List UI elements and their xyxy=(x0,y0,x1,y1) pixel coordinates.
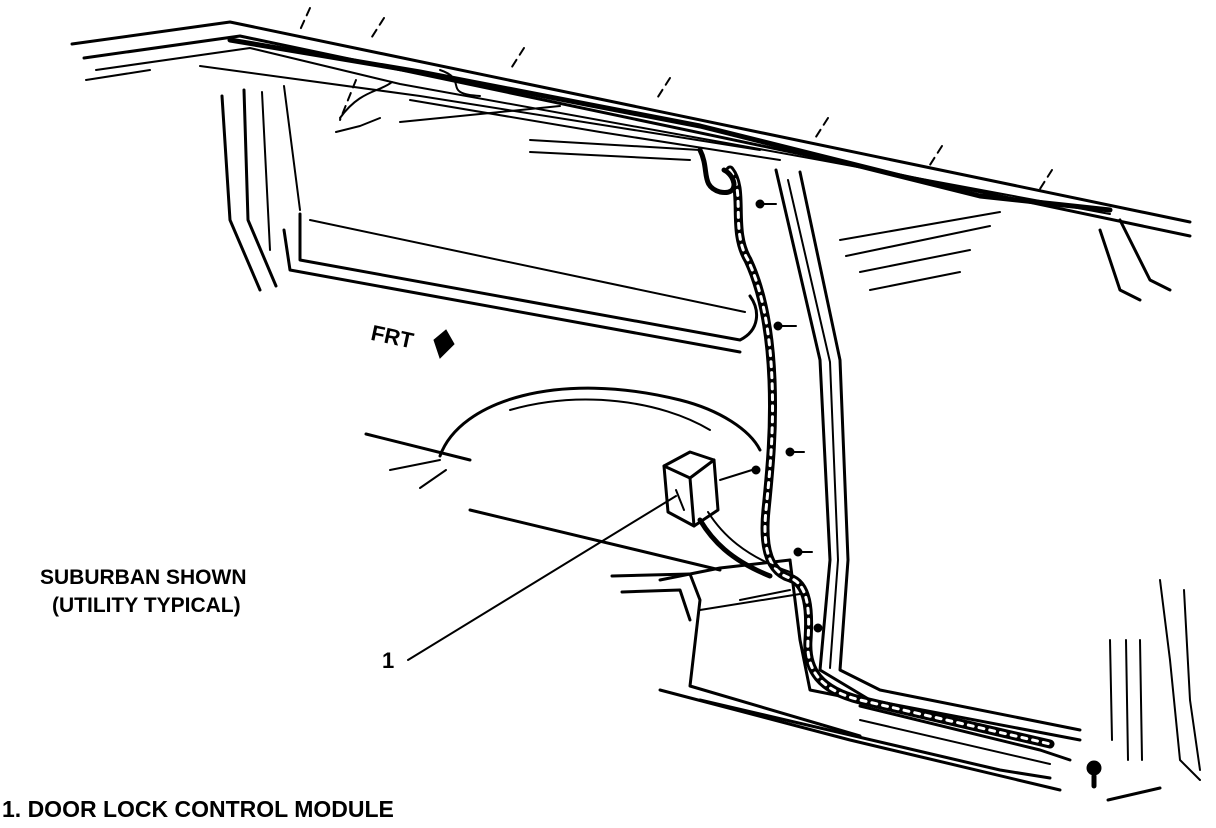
rear-door-opening xyxy=(1098,218,1201,781)
roof-harness xyxy=(227,37,1113,213)
callout-number-1: 1 xyxy=(382,648,395,673)
caption-title: SUBURBAN SHOWN xyxy=(40,566,247,589)
ground-symbol-icon xyxy=(1086,760,1162,802)
door-lock-control-module xyxy=(662,450,791,579)
roof-rail xyxy=(70,20,1192,291)
wheel-well xyxy=(364,386,762,572)
legend-item-1: 1. DOOR LOCK CONTROL MODULE xyxy=(2,796,394,822)
caption-subtitle: (UTILITY TYPICAL) xyxy=(52,594,241,617)
rocker-sill xyxy=(610,558,1072,792)
roof-harness-leaders xyxy=(299,7,1053,193)
body-side-harness xyxy=(697,147,1055,749)
callout-1-leader xyxy=(407,495,677,661)
b-pillar xyxy=(774,168,1082,742)
front-direction-arrow-icon xyxy=(433,329,455,359)
front-pillar xyxy=(220,85,301,292)
harness-clips xyxy=(755,199,823,633)
door-window-frame xyxy=(282,212,759,354)
